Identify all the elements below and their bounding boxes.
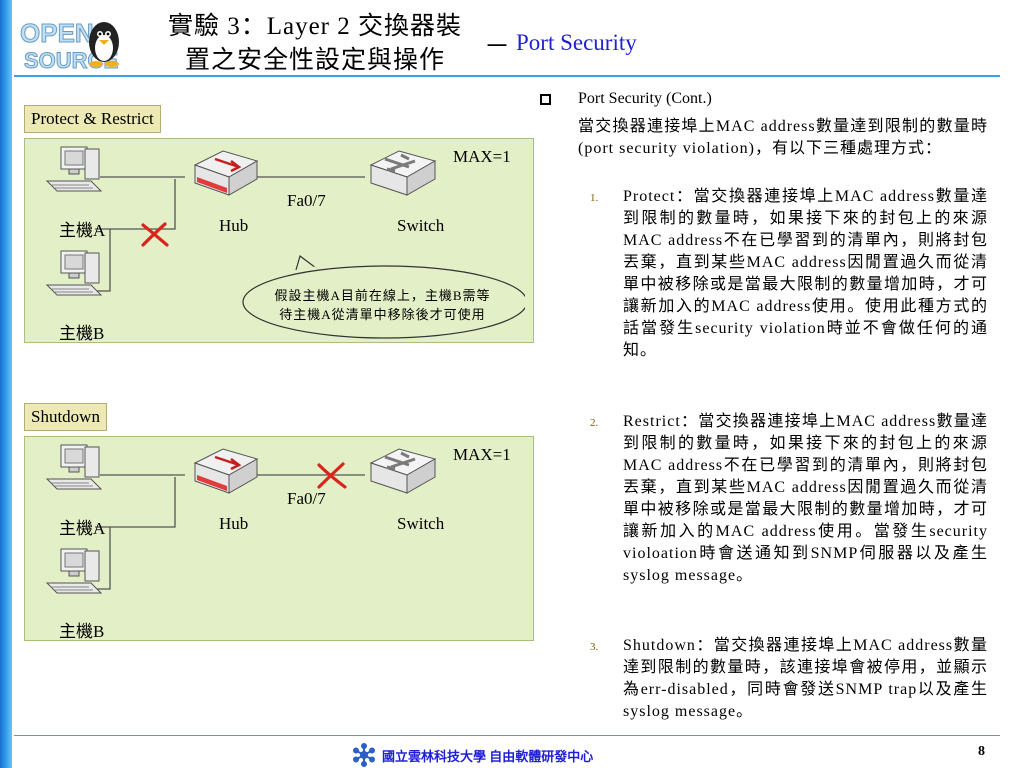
panel-2-tag: Shutdown	[24, 403, 107, 431]
wire-hosta-hub-2	[95, 477, 176, 528]
svg-text:OPEN: OPEN	[20, 18, 94, 48]
snowflake-logo-icon	[353, 743, 375, 767]
blocked-cross-icon	[317, 462, 347, 489]
title-line-2: 置之安全性設定與操作	[184, 47, 445, 74]
title-dash: －	[484, 32, 511, 61]
note-bubble-shape	[242, 254, 525, 339]
panel-1-wires	[95, 176, 365, 292]
item-3-number: 3.	[590, 641, 599, 653]
footer: 國立雲林科技大學 自由軟體研發中心	[352, 743, 593, 767]
panel-2-wires	[95, 474, 365, 590]
wire-hosta-hub-2	[95, 179, 176, 230]
title-english: Port Security	[516, 30, 637, 55]
hub-label: Hub	[219, 514, 249, 533]
host-a-computer-icon	[45, 146, 103, 192]
host-b-computer-icon	[45, 250, 103, 296]
host-b-computer-icon	[45, 548, 103, 594]
title-line-1: 實驗 3：Layer 2 交換器裝	[167, 13, 463, 40]
item-3-shutdown: Shutdown：當交換器連接埠上MAC address數量達到限制的數量時，該…	[623, 637, 988, 720]
hub-device-icon	[193, 150, 259, 196]
left-accent-bar	[0, 0, 12, 768]
section-heading: Port Security (Cont.)	[578, 90, 712, 107]
host-b-label: 主機B	[59, 622, 105, 641]
item-1-number: 1.	[590, 192, 599, 204]
item-2-number: 2.	[590, 417, 599, 429]
footer-rule	[14, 735, 1000, 736]
wire-hostb-hub	[95, 527, 111, 590]
slide-title: 實驗 3：Layer 2 交換器裝 置之安全性設定與操作	[150, 10, 480, 78]
switch-device-icon	[369, 150, 437, 196]
host-a-computer-icon	[45, 444, 103, 490]
section-intro: 當交換器連接埠上MAC address數量達到限制的數量時 (port secu…	[578, 118, 988, 157]
square-bullet-icon	[540, 94, 551, 105]
blocked-cross-icon	[141, 222, 169, 247]
item-1-protect: Protect：當交換器連接埠上MAC address數量達到限制的數量時，如果…	[623, 188, 988, 359]
page-number: 8	[978, 744, 985, 759]
max-label: MAX=1	[453, 147, 511, 166]
wire-hostb-hub	[95, 229, 111, 292]
open-source-logo: OPEN SOURCE	[20, 18, 119, 74]
header-rule	[14, 75, 1000, 77]
note-text: 假設主機A目前在線上，主機B需等待主機A從清單中移除後才可使用	[274, 288, 491, 322]
note-bubble: 假設主機A目前在線上，主機B需等待主機A從清單中移除後才可使用	[240, 254, 525, 340]
max-label: MAX=1	[453, 445, 511, 464]
switch-device-icon	[369, 448, 437, 494]
port-label: Fa0/7	[287, 489, 326, 508]
host-b-label: 主機B	[59, 324, 105, 343]
panel-shutdown: MAX=1 Fa0/7 主機A Hub Switch 主機B	[24, 436, 534, 641]
footer-org: 國立雲林科技大學 自由軟體研發中心	[382, 748, 594, 764]
hub-label: Hub	[219, 216, 249, 235]
host-a-label: 主機A	[59, 519, 106, 538]
switch-label: Switch	[397, 216, 445, 235]
switch-label: Switch	[397, 514, 445, 533]
hub-device-icon	[193, 448, 259, 494]
panel-protect-restrict: MAX=1 Fa0/7 主機A Hub Switch 主機B 假設主機A目前在線…	[24, 138, 534, 343]
item-2-restrict: Restrict：當交換器連接埠上MAC address數量達到限制的數量時，如…	[623, 413, 988, 584]
port-label: Fa0/7	[287, 191, 326, 210]
host-a-label: 主機A	[59, 221, 106, 240]
panel-1-tag: Protect & Restrict	[24, 105, 161, 133]
